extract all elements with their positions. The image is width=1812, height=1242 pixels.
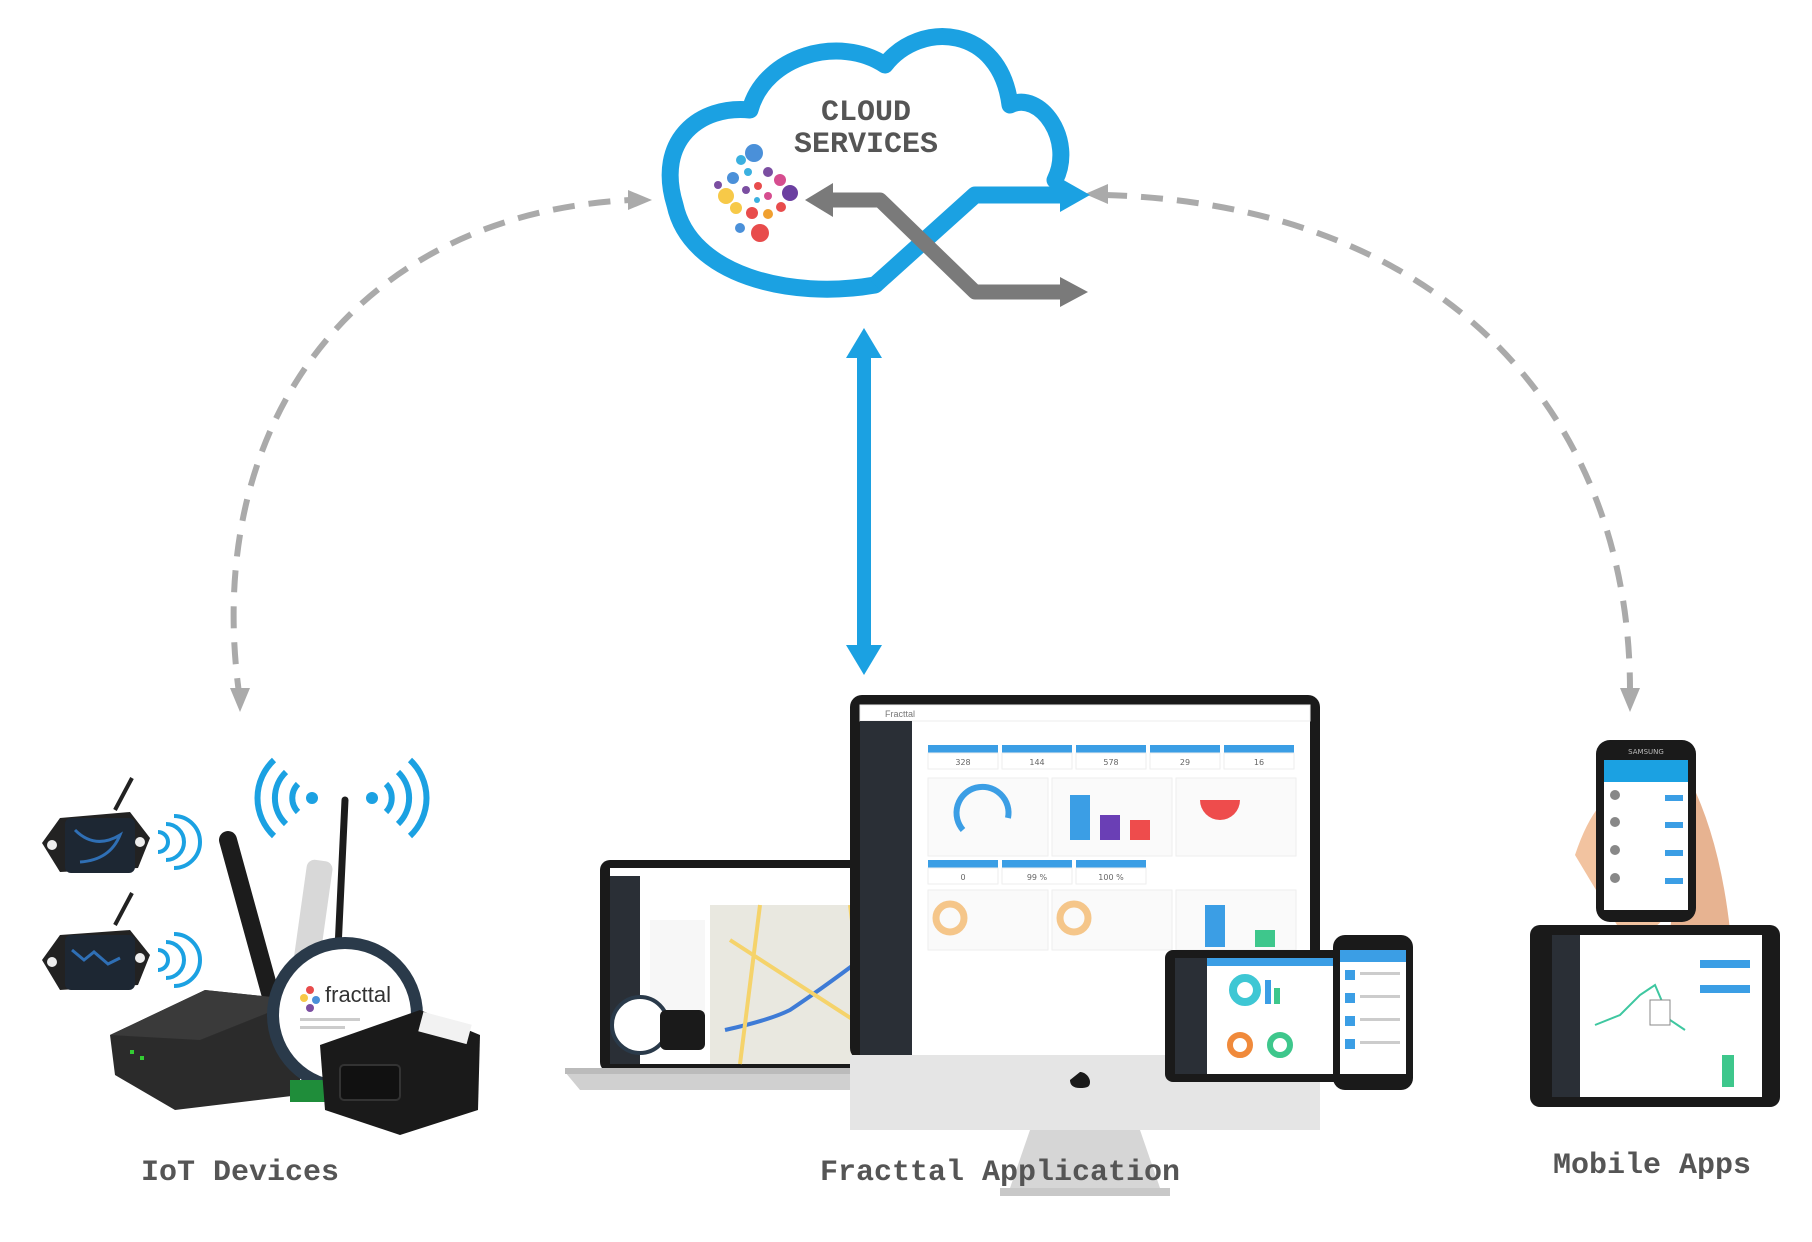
kpi-value: 29 <box>1180 758 1190 767</box>
kpi-header <box>928 745 998 753</box>
kpi-value: 16 <box>1254 758 1264 767</box>
iot-devices-group: fracttal <box>42 757 480 1135</box>
bar-2 <box>1100 815 1120 840</box>
kpi-card <box>1075 752 1147 770</box>
kpi-header <box>1002 745 1072 753</box>
iot-gateway-device <box>110 990 300 1110</box>
kpi-header <box>928 860 998 868</box>
kpi-value: 578 <box>1103 758 1118 767</box>
kpi-header <box>1076 860 1146 868</box>
kpi-header <box>1150 745 1220 753</box>
wireless-sensor-2 <box>42 892 202 990</box>
dashed-connector-left <box>230 190 652 712</box>
kpi-row: 328 144 578 29 16 <box>927 745 1295 770</box>
cloud-title-line1: CLOUD <box>821 96 911 130</box>
kpi-value: 99 % <box>1027 873 1048 882</box>
dashboard-brand: Fracttal <box>885 709 915 719</box>
bar-3 <box>1130 820 1150 840</box>
iot-devices-label: IoT Devices <box>141 1156 339 1190</box>
cloud-services-icon: CLOUD SERVICES <box>661 28 1090 307</box>
dashboard-sidebar <box>860 721 912 1055</box>
tablet-device-right <box>1530 925 1780 1107</box>
kpi-card <box>1223 752 1295 770</box>
tablet-device-center <box>1165 950 1343 1082</box>
cloud-title-line2: SERVICES <box>794 128 938 162</box>
kpi-card <box>1001 867 1073 885</box>
kpi-value: 144 <box>1029 758 1044 767</box>
phone-in-hand: SAMSUNG <box>1575 740 1730 931</box>
kpi-header <box>1224 745 1294 753</box>
phone-brand: SAMSUNG <box>1628 748 1664 756</box>
cloud-app-double-arrow <box>846 328 882 675</box>
puck-brand-label: fracttal <box>325 982 391 1007</box>
kpi-value: 328 <box>955 758 970 767</box>
fracttal-dots-logo <box>714 144 798 242</box>
kpi-card <box>927 867 999 885</box>
dashed-connector-right <box>1085 184 1640 712</box>
bar-1 <box>1070 795 1090 840</box>
phone-device-center <box>1333 935 1413 1090</box>
kpi-value: 0 <box>960 873 965 882</box>
kpi-row-2: 0 99 % 100 % <box>927 860 1147 885</box>
kpi-header <box>1002 860 1072 868</box>
obd-tracker-device <box>320 1010 480 1135</box>
kpi-value: 100 % <box>1098 873 1124 882</box>
fracttal-application-label: Fracttal Application <box>820 1156 1180 1190</box>
kpi-card <box>1149 752 1221 770</box>
mobile-apps-label: Mobile Apps <box>1553 1149 1751 1183</box>
kpi-card <box>927 752 999 770</box>
kpi-card <box>1075 867 1147 885</box>
kpi-header <box>1076 745 1146 753</box>
kpi-card <box>1001 752 1073 770</box>
apple-logo <box>1070 1072 1090 1088</box>
wifi-signal-icon <box>254 757 430 839</box>
wireless-sensor-1 <box>42 777 202 873</box>
desktop-monitor: Fracttal 328 144 578 29 16 0 99 % 100 % <box>850 695 1320 1196</box>
